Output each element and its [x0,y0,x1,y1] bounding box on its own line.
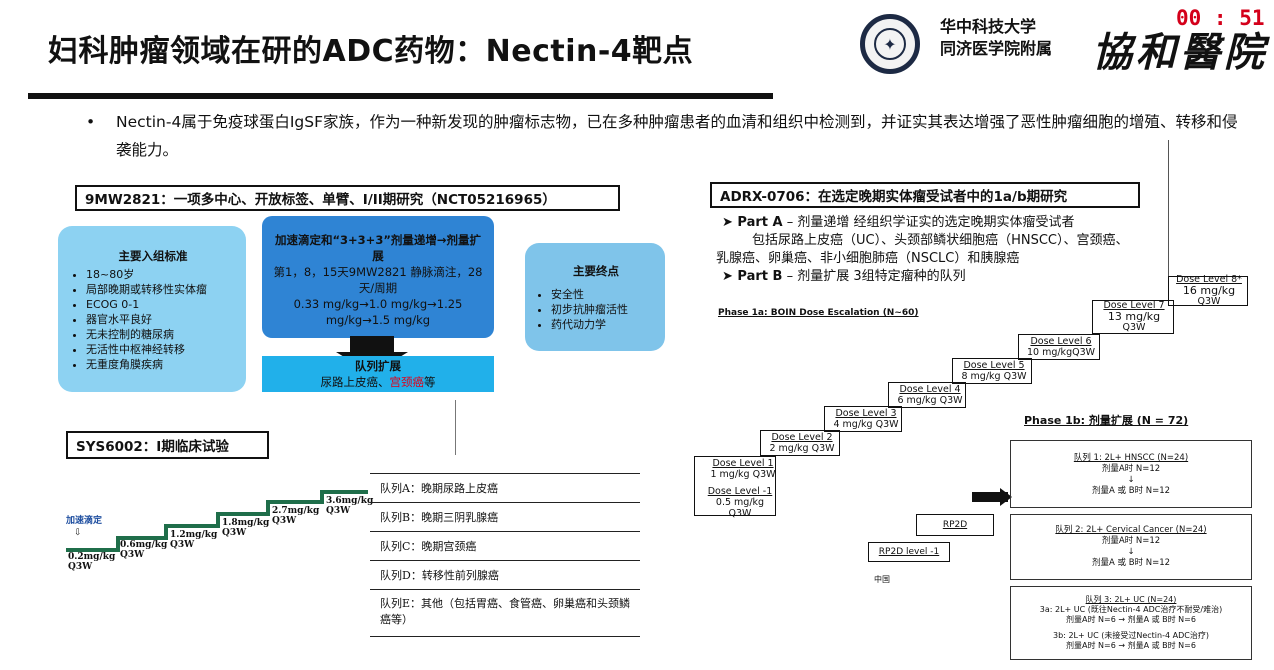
china-label: 中国 [874,575,890,584]
divider-line [455,400,456,455]
dose-schedule: 第1，8，15天9MW2821 静脉滴注，28天/周期 [273,265,483,295]
list-item: 无重度角膜疾病 [86,357,236,372]
inclusion-title: 主要入组标准 [118,249,188,263]
cohort1-box: 队列 1: 2L+ HNSCC (N=24) 剂量A时 N=12 ↓ 剂量A 或… [1010,440,1252,508]
list-item: 器官水平良好 [86,312,236,327]
bullet-dot-icon: • [86,113,96,131]
dose-title: 加速滴定和“3+3+3”剂量递增→剂量扩展 [274,233,482,263]
rp2d-box: RP2D [916,514,994,536]
page-title: 妇科肿瘤领域在研的ADC药物：Nectin-4靶点 [48,34,694,69]
list-item: 局部晚期或转移性实体瘤 [86,282,236,297]
inclusion-criteria-box: 主要入组标准 18~80岁 局部晚期或转移性实体瘤 ECOG 0-1 器官水平良… [58,226,246,392]
dose-escalation-box: 加速滴定和“3+3+3”剂量递增→剂量扩展 第1，8，15天9MW2821 静脉… [262,216,494,338]
table-row: 队列B：晚期三阴乳腺癌 [370,502,640,531]
phase1a-title: Phase 1a: BOIN Dose Escalation (N~60) [718,308,919,318]
rp2d-minus1-box: RP2D level -1 [868,542,950,562]
phase1b-title: Phase 1b: 剂量扩展 (N = 72) [1024,414,1189,427]
cohort3-box: 队列 3: 2L+ UC (N=24) 3a: 2L+ UC (既往Nectin… [1010,586,1252,660]
hospital-logo-text: 協和醫院 [1092,29,1268,76]
list-item: 药代动力学 [551,317,657,332]
study-9mw-heading: 9MW2821：一项多中心、开放标签、单臂、I/II期研究（NCT0521696… [75,185,620,211]
study-adrx-heading: ADRX-0706：在选定晚期实体瘤受试者中的1a/b期研究 [710,182,1140,208]
dose-level-7: Dose Level 6Dose Level 713 mg/kgQ3W [1103,300,1165,333]
inclusion-list: 18~80岁 局部晚期或转移性实体瘤 ECOG 0-1 器官水平良好 无未控制的… [70,267,236,372]
list-item: 初步抗肿瘤活性 [551,302,657,317]
university-seal-icon: ✦ [860,14,920,74]
table-row: 队列E：其他（包括胃癌、食管癌、卵巢癌和头颈鳞癌等） [370,589,640,637]
sys-cohort-table: 队列A：晚期尿路上皮癌 队列B：晚期三阴乳腺癌 队列C：晚期宫颈癌 队列D：转移… [370,473,640,637]
arrow-down-icon: ⇩ [74,528,82,538]
dose-levels: 0.33 mg/kg→1.0 mg/kg→1.25 mg/kg→1.5 mg/k… [293,297,463,327]
table-row: 队列A：晚期尿路上皮癌 [370,473,640,502]
adrx-parts: ➤ Part A – 剂量递增 经组织学证实的选定晚期实体瘤受试者 包括尿路上皮… [716,215,1129,284]
list-item: ECOG 0-1 [86,297,236,312]
cohort2-box: 队列 2: 2L+ Cervical Cancer (N=24) 剂量A时 N=… [1010,514,1252,580]
study-sys-heading: SYS6002：Ⅰ期临床试验 [66,431,269,459]
countdown-timer: 00 : 51 [1172,6,1269,30]
endpoints-title: 主要终点 [573,264,619,278]
endpoints-box: 主要终点 安全性 初步抗肿瘤活性 药代动力学 [525,243,665,351]
endpoints-list: 安全性 初步抗肿瘤活性 药代动力学 [535,287,657,332]
table-row: 队列C：晚期宫颈癌 [370,531,640,560]
arrow-right-icon [972,492,1008,502]
divider-line [1168,140,1169,295]
list-item: 无活性中枢神经转移 [86,342,236,357]
title-underline [28,93,773,99]
list-item: 安全性 [551,287,657,302]
intro-bullet: • Nectin-4属于免疫球蛋白IgSF家族，作为一种新发现的肿瘤标志物，已在… [86,108,1246,164]
list-item: 18~80岁 [86,267,236,282]
university-name: 华中科技大学 同济医学院附属 [940,17,1053,58]
table-row: 队列D：转移性前列腺癌 [370,560,640,589]
cohort-expansion-box: 队列扩展 尿路上皮癌、宫颈癌等 [262,356,494,392]
arrow-right-head-icon [1000,488,1012,506]
arrow-down-shaft [350,336,394,356]
start-label: 加速滴定 [66,516,103,526]
list-item: 无未控制的糖尿病 [86,327,236,342]
